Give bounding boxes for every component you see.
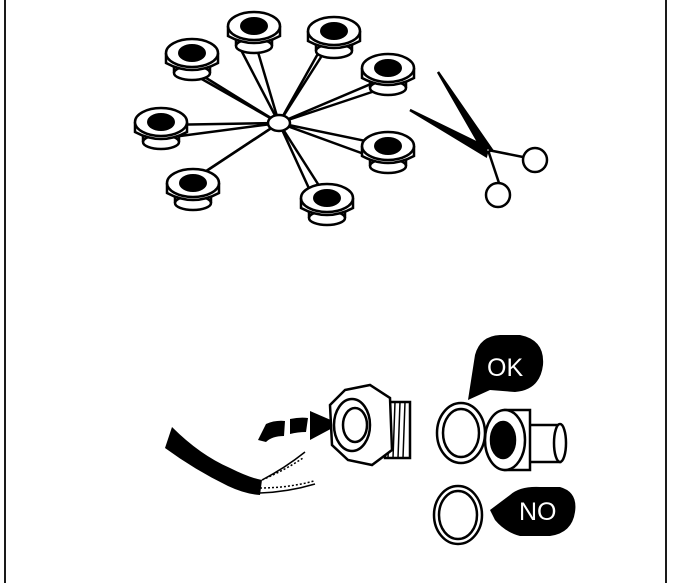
ok-callout: OK [468, 335, 544, 400]
ok-label: OK [487, 354, 523, 382]
no-label: NO [519, 498, 557, 526]
cable-gland-nut-icon [328, 383, 412, 467]
seal-washer-icon [435, 401, 487, 465]
no-callout: NO [490, 486, 576, 536]
insert-arrow-icon [258, 411, 340, 442]
grommet-tree-icon [133, 10, 416, 227]
flat-seal-icon [432, 484, 484, 546]
cable-icon [165, 427, 316, 495]
scissors-icon [409, 71, 549, 209]
grommet-icon [483, 408, 568, 472]
